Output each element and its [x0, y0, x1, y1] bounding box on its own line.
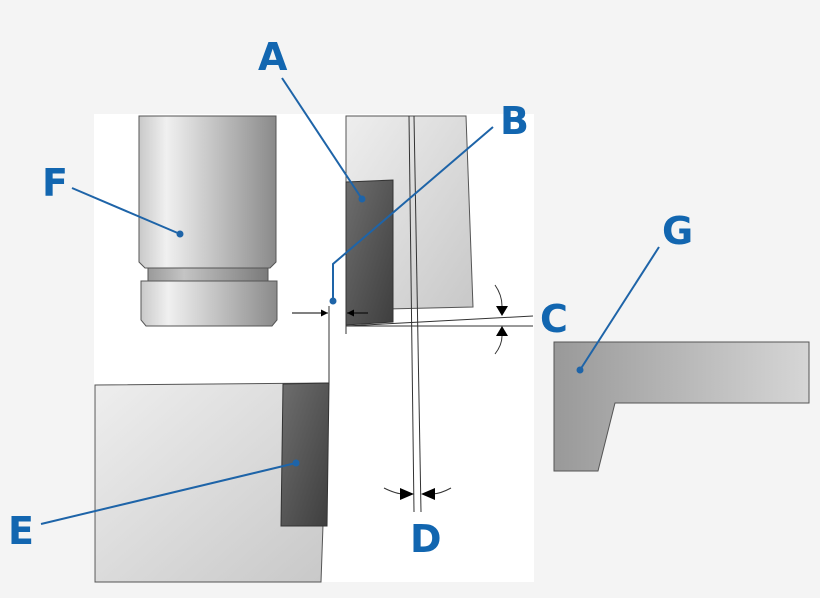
label-a: A [258, 35, 288, 79]
label-g: G [662, 209, 694, 253]
label-c: C [540, 297, 568, 341]
part-g-profile [553, 341, 810, 472]
leader-lines [40, 77, 660, 525]
part-f-punch [138, 115, 278, 327]
label-d: D [410, 517, 442, 561]
upper-holder [345, 115, 474, 326]
label-b: B [500, 99, 529, 143]
label-f: F [42, 161, 68, 205]
part-a-insert [345, 179, 394, 326]
part-e-insert [280, 382, 330, 527]
label-e: E [8, 509, 34, 553]
